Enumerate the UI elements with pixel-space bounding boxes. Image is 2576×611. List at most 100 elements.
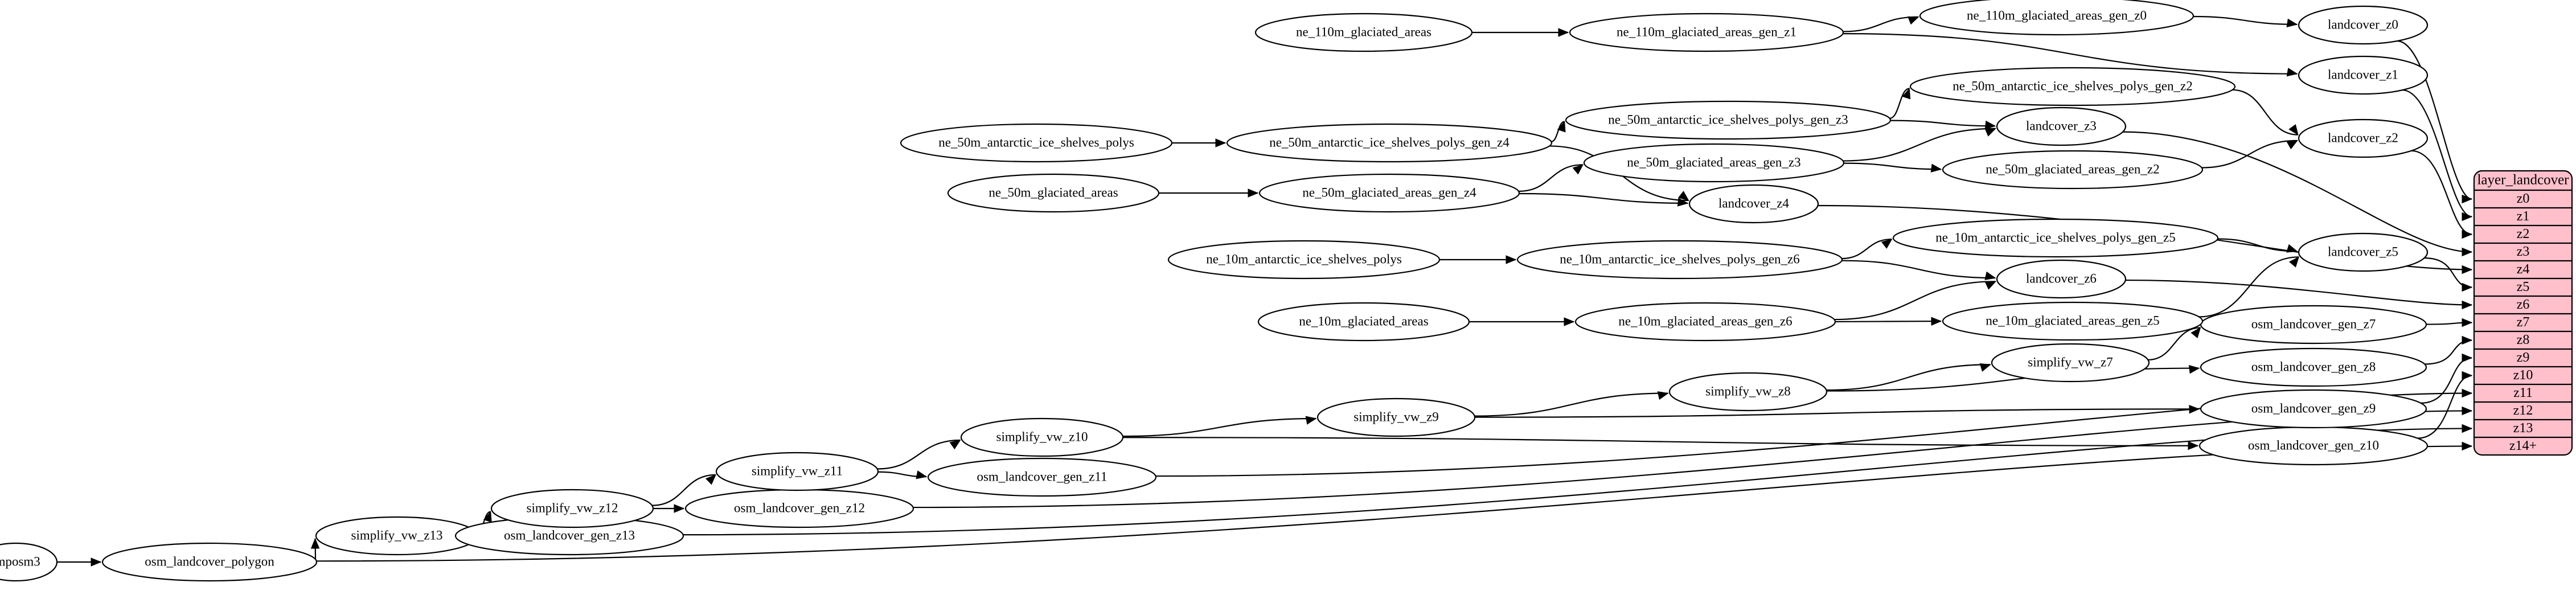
node-label: osm_landcover_polygon: [145, 554, 274, 568]
edge-ne_50m_glaciated_areas_gen_z4-to-landcover_z4: [1519, 192, 1689, 207]
node-label: osm_landcover_gen_z8: [2251, 359, 2376, 374]
node-label: osm_landcover_gen_z10: [2248, 438, 2379, 452]
record-cell-z0[interactable]: z0: [2517, 191, 2530, 206]
edge-ne_10m_antarctic_ice_shelves_polys-to-ne_10m_antarctic_ice_shelves_polys_gen_z6: [1439, 255, 1517, 264]
node-landcover_z2[interactable]: landcover_z2: [2298, 118, 2429, 158]
edge-osm_landcover_gen_z9-to-layer_landcover-z9: [2421, 353, 2473, 404]
node-landcover_z5[interactable]: landcover_z5: [2298, 232, 2429, 272]
node-ne_110m_glaciated_areas_gen_z1[interactable]: ne_110m_glaciated_areas_gen_z1: [1569, 13, 1844, 52]
record-cell-z9[interactable]: z9: [2517, 350, 2530, 365]
node-label: ne_110m_glaciated_areas_gen_z1: [1617, 24, 1796, 39]
edge-ne_110m_glaciated_areas_gen_z1-to-ne_110m_glaciated_areas_gen_z0: [1843, 16, 1919, 32]
edge-ne_10m_glaciated_areas-to-ne_10m_glaciated_areas_gen_z6: [1469, 317, 1575, 326]
record-cell-z5[interactable]: z5: [2517, 280, 2530, 294]
node-label: ne_10m_antarctic_ice_shelves_polys: [1206, 252, 1402, 266]
node-ne_50m_glaciated_areas_gen_z4[interactable]: ne_50m_glaciated_areas_gen_z4: [1258, 173, 1520, 213]
node-simplify_vw_z7[interactable]: simplify_vw_z7: [1991, 343, 2150, 383]
record-cell-z1[interactable]: z1: [2517, 209, 2530, 224]
node-ne_50m_glaciated_areas_gen_z2[interactable]: ne_50m_glaciated_areas_gen_z2: [1942, 150, 2204, 190]
node-label: ne_50m_glaciated_areas_gen_z2: [1986, 162, 2159, 176]
record-cell-z7[interactable]: z7: [2517, 315, 2530, 330]
node-label: ne_10m_antarctic_ice_shelves_polys_gen_z…: [1560, 252, 1800, 266]
node-ne_10m_glaciated_areas_gen_z6[interactable]: ne_10m_glaciated_areas_gen_z6: [1574, 302, 1836, 342]
node-label: osm_landcover_gen_z9: [2251, 401, 2376, 415]
edge-simplify_vw_z11-to-osm_landcover_gen_z11: [877, 470, 928, 479]
node-label: simplify_vw_z13: [351, 528, 443, 542]
node-label: landcover_z1: [2328, 67, 2398, 81]
node-landcover_z4[interactable]: landcover_z4: [1688, 184, 1819, 224]
edge-landcover_z1-to-layer_landcover-z1: [2402, 89, 2473, 222]
node-simplify_vw_z11[interactable]: simplify_vw_z11: [715, 452, 879, 491]
node-label: osm_landcover_gen_z7: [2251, 317, 2376, 331]
node-landcover_z6[interactable]: landcover_z6: [1996, 259, 2127, 299]
node-ne_110m_glaciated_areas[interactable]: ne_110m_glaciated_areas: [1254, 13, 1473, 52]
record-node-layer: layer_landcover z0 z1 z2 z3 z4 z5 z6 z7 z8 z9 z10 z1…: [2473, 170, 2573, 456]
edge-osm_landcover_gen_z8-to-layer_landcover-z8: [2425, 335, 2473, 365]
node-ne_110m_glaciated_areas_gen_z0[interactable]: ne_110m_glaciated_areas_gen_z0: [1919, 0, 2194, 36]
record-cell-z13[interactable]: z13: [2513, 421, 2533, 436]
node-ne_50m_antarctic_ice_shelves_polys_gen_z2[interactable]: ne_50m_antarctic_ice_shelves_polys_gen_z…: [1909, 67, 2236, 106]
node-landcover_z0[interactable]: landcover_z0: [2298, 5, 2429, 45]
node-layer: imposm3 osm_landcover_polygon simplify_vw_…: [0, 0, 2429, 582]
edge-ne_50m_antarctic_ice_shelves_polys_gen_z4-to-ne_50m_antarctic_ice_shelves_polys_gen_z3: [1550, 121, 1566, 142]
node-ne_10m_antarctic_ice_shelves_polys[interactable]: ne_10m_antarctic_ice_shelves_polys: [1167, 240, 1441, 280]
edge-layer: [57, 15, 2473, 567]
record-node-layer-landcover[interactable]: layer_landcover z0 z1 z2 z3 z4 z5 z6 z7 z8 z9 z10 z1…: [2473, 170, 2573, 456]
node-osm_landcover_gen_z9[interactable]: osm_landcover_gen_z9: [2200, 389, 2427, 429]
node-ne_10m_glaciated_areas[interactable]: ne_10m_glaciated_areas: [1257, 302, 1470, 342]
node-label: simplify_vw_z11: [752, 464, 843, 478]
edge-simplify_vw_z9-to-simplify_vw_z8: [1474, 391, 1669, 417]
node-ne_10m_antarctic_ice_shelves_polys_gen_z5[interactable]: ne_10m_antarctic_ice_shelves_polys_gen_z…: [1892, 218, 2219, 258]
node-ne_10m_antarctic_ice_shelves_polys_gen_z6[interactable]: ne_10m_antarctic_ice_shelves_polys_gen_z…: [1516, 240, 1843, 280]
node-simplify_vw_z13[interactable]: simplify_vw_z13: [315, 516, 479, 556]
node-ne_50m_glaciated_areas[interactable]: ne_50m_glaciated_areas: [947, 173, 1160, 213]
node-osm_landcover_gen_z7[interactable]: osm_landcover_gen_z7: [2200, 305, 2427, 345]
edge-simplify_vw_z11-to-simplify_vw_z10: [877, 439, 961, 470]
node-ne_50m_glaciated_areas_gen_z3[interactable]: ne_50m_glaciated_areas_gen_z3: [1583, 143, 1845, 183]
node-label: ne_50m_glaciated_areas: [988, 185, 1118, 199]
node-simplify_vw_z9[interactable]: simplify_vw_z9: [1316, 397, 1476, 437]
node-label: landcover_z6: [2026, 271, 2097, 285]
edge-landcover_z6-to-layer_landcover-z6: [2125, 279, 2473, 310]
record-cell-z3[interactable]: z3: [2517, 244, 2530, 259]
edge-ne_50m_antarctic_ice_shelves_polys-to-ne_50m_antarctic_ice_shelves_polys_gen_z4: [1172, 138, 1227, 147]
node-osm_landcover_gen_z8[interactable]: osm_landcover_gen_z8: [2200, 347, 2427, 387]
edge-simplify_vw_z12-to-simplify_vw_z11: [652, 474, 716, 506]
node-osm_landcover_gen_z12[interactable]: osm_landcover_gen_z12: [684, 489, 914, 528]
node-ne_10m_glaciated_areas_gen_z5[interactable]: ne_10m_glaciated_areas_gen_z5: [1942, 301, 2204, 341]
node-osm_landcover_polygon[interactable]: osm_landcover_polygon: [101, 542, 318, 582]
node-osm_landcover_gen_z10[interactable]: osm_landcover_gen_z10: [2198, 426, 2429, 466]
node-ne_50m_antarctic_ice_shelves_polys[interactable]: ne_50m_antarctic_ice_shelves_polys: [900, 123, 1173, 163]
node-landcover_z1[interactable]: landcover_z1: [2298, 55, 2429, 95]
node-ne_50m_antarctic_ice_shelves_polys_gen_z3[interactable]: ne_50m_antarctic_ice_shelves_polys_gen_z…: [1565, 100, 1892, 140]
node-label: imposm3: [0, 554, 40, 568]
node-imposm3[interactable]: imposm3: [0, 542, 58, 582]
node-osm_landcover_gen_z13[interactable]: osm_landcover_gen_z13: [454, 516, 684, 556]
record-cell-z14plus[interactable]: z14+: [2509, 438, 2537, 453]
node-label: landcover_z2: [2328, 130, 2398, 145]
node-label: ne_50m_antarctic_ice_shelves_polys_gen_z…: [1952, 79, 2193, 93]
record-cell-z8[interactable]: z8: [2517, 333, 2530, 347]
node-label: simplify_vw_z7: [2028, 355, 2113, 369]
node-label: ne_50m_antarctic_ice_shelves_polys_gen_z…: [1608, 112, 1848, 126]
record-cell-z11[interactable]: z11: [2513, 386, 2533, 400]
edge-simplify_vw_z12-to-osm_landcover_gen_z12: [653, 504, 685, 513]
node-landcover_z3[interactable]: landcover_z3: [1996, 106, 2127, 146]
record-cell-z10[interactable]: z10: [2513, 368, 2533, 383]
node-ne_50m_antarctic_ice_shelves_polys_gen_z4[interactable]: ne_50m_antarctic_ice_shelves_polys_gen_z…: [1226, 123, 1553, 163]
edge-ne_110m_glaciated_areas_gen_z0-to-landcover_z0: [2193, 15, 2298, 27]
record-title: layer_landcover: [2477, 173, 2569, 188]
node-simplify_vw_z12[interactable]: simplify_vw_z12: [490, 489, 654, 528]
record-cell-z12[interactable]: z12: [2513, 403, 2533, 418]
edge-ne_10m_antarctic_ice_shelves_polys_gen_z5-to-landcover_z5: [2217, 238, 2298, 253]
record-cell-z4[interactable]: z4: [2517, 262, 2530, 277]
edge-simplify_vw_z9-to-osm_landcover_gen_z9: [1474, 404, 2200, 418]
node-osm_landcover_gen_z11[interactable]: osm_landcover_gen_z11: [927, 457, 1157, 497]
record-cell-z6[interactable]: z6: [2517, 297, 2530, 312]
record-cell-z2[interactable]: z2: [2517, 227, 2530, 241]
node-simplify_vw_z10[interactable]: simplify_vw_z10: [960, 417, 1124, 457]
edge-simplify_vw_z10-to-simplify_vw_z9: [1122, 416, 1317, 437]
node-simplify_vw_z8[interactable]: simplify_vw_z8: [1668, 372, 1828, 412]
